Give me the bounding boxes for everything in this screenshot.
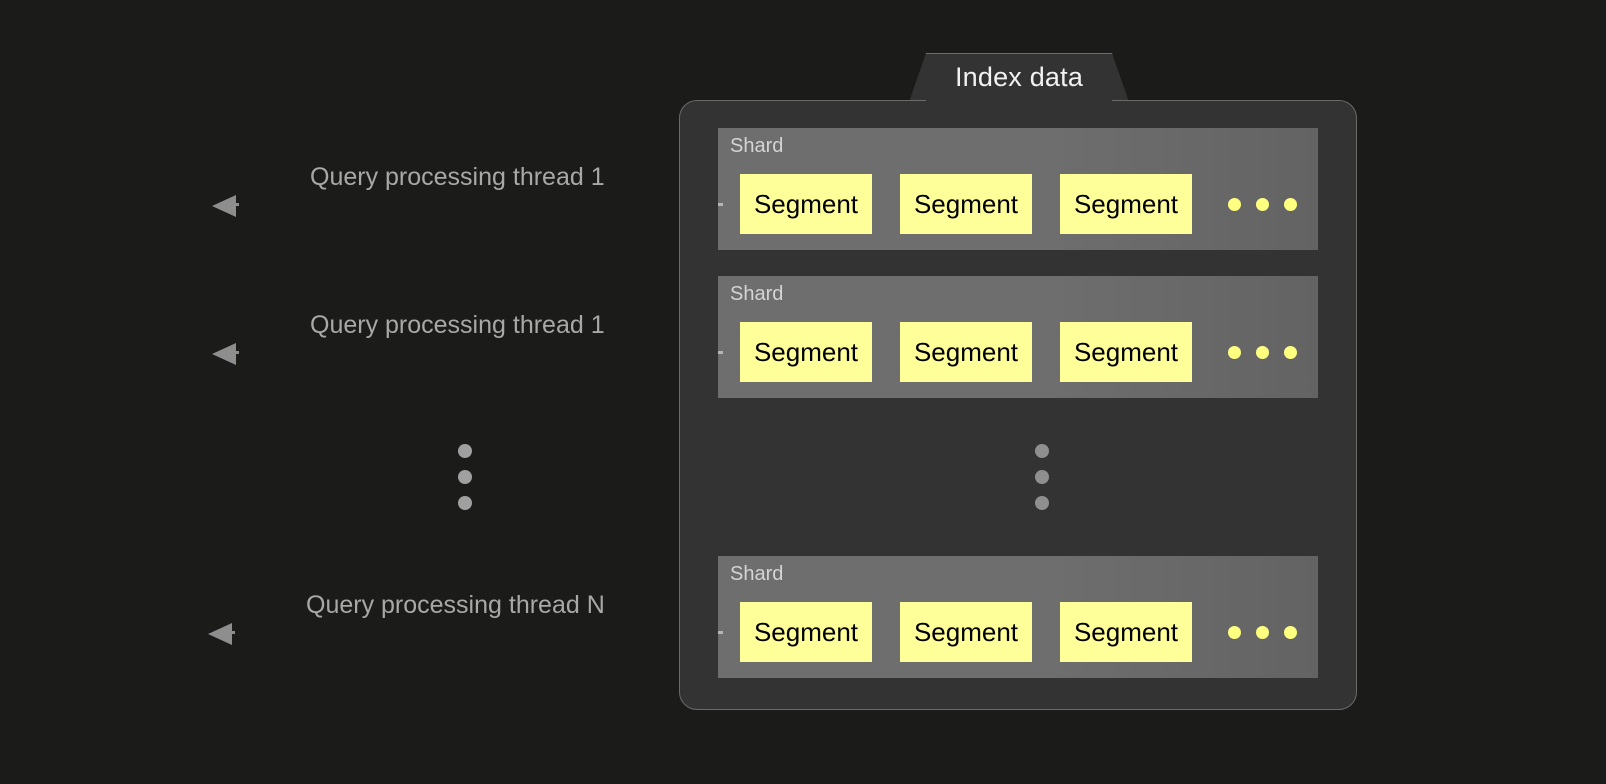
arrow-head-icon-3 [208, 623, 232, 645]
segment-more-dot-3-3 [1284, 626, 1297, 639]
ellipsis-dot [1035, 444, 1049, 458]
ellipsis-dot [458, 496, 472, 510]
segment-more-dot-3-2 [1256, 626, 1269, 639]
arrow-line-1 [234, 203, 742, 206]
thread-arrow-3 [208, 618, 742, 645]
index-data-tab: Index data [908, 53, 1130, 105]
segment-more-dot-1-2 [1256, 198, 1269, 211]
segment-box-3-1: Segment [740, 602, 872, 662]
arrow-line-2 [234, 351, 742, 354]
segment-more-dot-2-2 [1256, 346, 1269, 359]
shard-row-1: Shard Segment Segment Segment [718, 128, 1318, 250]
thread-label-1: Query processing thread 1 [310, 163, 605, 191]
index-data-tab-label: Index data [954, 62, 1084, 92]
segment-box-3-3: Segment [1060, 602, 1192, 662]
segment-box-1-1: Segment [740, 174, 872, 234]
segment-more-dot-1-3 [1284, 198, 1297, 211]
shard-label-1: Shard [730, 135, 784, 157]
ellipsis-dot [1035, 470, 1049, 484]
thread-arrow-1 [212, 190, 742, 217]
tab-panel-seam [926, 99, 1112, 103]
thread-ellipsis-icon [458, 444, 472, 522]
arrow-head-icon-2 [212, 343, 236, 365]
ellipsis-dot [458, 470, 472, 484]
shard-ellipsis-icon [1035, 444, 1049, 522]
segment-more-dot-3-1 [1228, 626, 1241, 639]
segment-more-dot-2-3 [1284, 346, 1297, 359]
arrow-head-icon-1 [212, 195, 236, 217]
segment-more-dot-1-1 [1228, 198, 1241, 211]
thread-arrow-2 [212, 338, 742, 365]
shard-row-3: Shard Segment Segment Segment [718, 556, 1318, 678]
ellipsis-dot [1035, 496, 1049, 510]
segment-box-2-1: Segment [740, 322, 872, 382]
shard-label-3: Shard [730, 563, 784, 585]
segment-box-2-3: Segment [1060, 322, 1192, 382]
thread-label-3: Query processing thread N [306, 591, 605, 619]
shard-label-2: Shard [730, 283, 784, 305]
shard-row-2: Shard Segment Segment Segment [718, 276, 1318, 398]
arrow-line-3 [230, 631, 742, 634]
ellipsis-dot [458, 444, 472, 458]
segment-box-2-2: Segment [900, 322, 1032, 382]
segment-box-3-2: Segment [900, 602, 1032, 662]
segment-box-1-3: Segment [1060, 174, 1192, 234]
thread-label-2: Query processing thread 1 [310, 311, 605, 339]
segment-more-dot-2-1 [1228, 346, 1241, 359]
segment-box-1-2: Segment [900, 174, 1032, 234]
